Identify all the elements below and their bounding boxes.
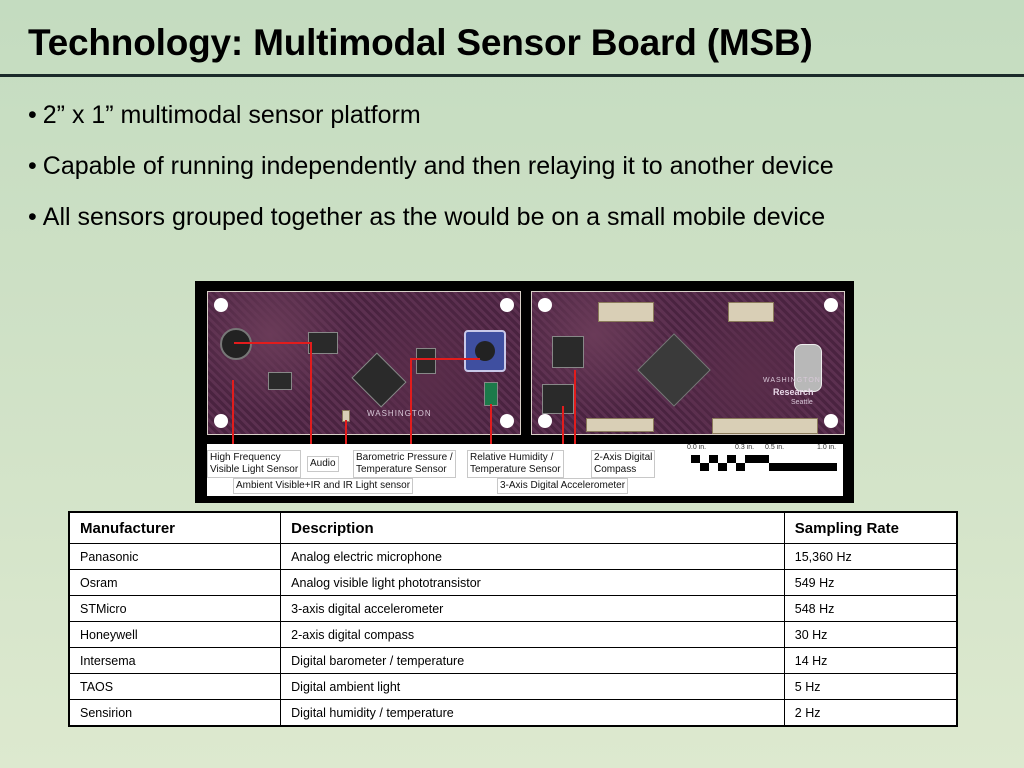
label-humidity: Relative Humidity / Temperature Sensor [467, 450, 564, 478]
cell-description: Digital ambient light [280, 673, 785, 700]
cell-manufacturer: Honeywell [68, 621, 282, 648]
bullet-list: •2” x 1” multimodal sensor platform •Cap… [28, 100, 834, 253]
callout-line [410, 358, 480, 360]
mount-hole [538, 414, 552, 428]
slide-title: Technology: Multimodal Sensor Board (MSB… [28, 22, 813, 63]
label-high-frequency-light: High Frequency Visible Light Sensor [207, 450, 302, 478]
table-row: TAOS Digital ambient light 5 Hz [68, 673, 958, 700]
bullet-dot: • [28, 152, 37, 180]
cell-description: Digital humidity / temperature [280, 699, 785, 727]
cell-description: Analog visible light phototransistor [280, 569, 785, 596]
callout-line [234, 342, 310, 344]
chip-component [416, 348, 436, 374]
connector-component [598, 302, 654, 322]
bullet-dot: • [28, 101, 37, 129]
cell-sampling-rate: 15,360 Hz [783, 543, 958, 570]
crystal-component [794, 344, 822, 392]
sensor-board-front [207, 291, 521, 454]
cell-manufacturer: TAOS [68, 673, 282, 700]
chip-component [308, 332, 338, 354]
sensor-board-photo: High Frequency Visible Light Sensor Audi… [195, 281, 854, 503]
cell-manufacturer: STMicro [68, 595, 282, 622]
cell-sampling-rate: 5 Hz [783, 673, 958, 700]
sensor-table: Manufacturer Description Sampling Rate P… [68, 511, 958, 727]
cell-sampling-rate: 2 Hz [783, 699, 958, 727]
label-audio: Audio [307, 456, 339, 472]
chip-component [552, 336, 584, 368]
cell-description: Digital barometer / temperature [280, 647, 785, 674]
label-ambient-light: Ambient Visible+IR and IR Light sensor [233, 478, 414, 494]
label-barometric: Barometric Pressure / Temperature Sensor [353, 450, 456, 478]
cell-manufacturer: Panasonic [68, 543, 282, 570]
scale-tick-label: 0.5 in. [765, 444, 785, 451]
chip-component [268, 372, 292, 390]
table-row: Intersema Digital barometer / temperatur… [68, 647, 958, 674]
callout-line [410, 358, 412, 454]
callout-line [562, 406, 564, 454]
board-silkscreen: Seattle [791, 399, 813, 406]
column-header-sampling-rate: Sampling Rate [783, 511, 958, 544]
bullet-dot: • [28, 203, 37, 231]
connector-component [712, 418, 818, 434]
mount-hole [214, 414, 228, 428]
mount-hole [538, 298, 552, 312]
cell-manufacturer: Osram [68, 569, 282, 596]
label-accelerometer: 3-Axis Digital Accelerometer [497, 478, 629, 494]
cell-manufacturer: Intersema [68, 647, 282, 674]
chip-component [351, 352, 407, 408]
scale-bar: 0.0 in. 0.3 in. 0.5 in. 1.0 in. [685, 444, 843, 474]
cell-sampling-rate: 549 Hz [783, 569, 958, 596]
connector-component [586, 418, 654, 432]
cell-description: 3-axis digital accelerometer [280, 595, 785, 622]
cell-description: 2-axis digital compass [280, 621, 785, 648]
scale-tick-label: 0.3 in. [735, 444, 755, 451]
callout-line [310, 342, 312, 454]
mount-hole [824, 414, 838, 428]
board-silkscreen: WASHINGTON [367, 409, 432, 418]
scale-tick-label: 0.0 in. [687, 444, 707, 451]
table-row: Honeywell 2-axis digital compass 30 Hz [68, 621, 958, 648]
table-row: Osram Analog visible light phototransist… [68, 569, 958, 596]
bullet-text: 2” x 1” multimodal sensor platform [42, 101, 421, 129]
callout-line [490, 404, 492, 454]
bullet-text: Capable of running independently and the… [42, 152, 834, 180]
column-header-manufacturer: Manufacturer [68, 511, 282, 544]
cell-sampling-rate: 548 Hz [783, 595, 958, 622]
table-header-row: Manufacturer Description Sampling Rate [68, 511, 958, 544]
mount-hole [824, 298, 838, 312]
scale-checker [691, 455, 837, 471]
column-header-description: Description [280, 511, 785, 544]
bullet-item: •2” x 1” multimodal sensor platform [28, 100, 834, 151]
accelerometer-component [542, 384, 574, 414]
callout-line [345, 420, 347, 454]
title-divider [0, 74, 1024, 77]
mount-hole [500, 414, 514, 428]
cell-description: Analog electric microphone [280, 543, 785, 570]
photo-labels: High Frequency Visible Light Sensor Audi… [207, 444, 843, 496]
microphone-component [220, 328, 252, 360]
board-silkscreen: WASHINGTON [763, 377, 821, 384]
cell-sampling-rate: 30 Hz [783, 621, 958, 648]
board-silkscreen: Research [773, 387, 814, 397]
callout-line [574, 370, 576, 454]
table-row: Panasonic Analog electric microphone 15,… [68, 543, 958, 570]
scale-tick-label: 1.0 in. [817, 444, 837, 451]
callout-line [232, 380, 234, 454]
cell-manufacturer: Sensirion [68, 699, 282, 727]
bullet-item: •Capable of running independently and th… [28, 151, 834, 202]
cell-sampling-rate: 14 Hz [783, 647, 958, 674]
compass-component [637, 333, 711, 407]
mount-hole [214, 298, 228, 312]
mount-hole [500, 298, 514, 312]
table-row: STMicro 3-axis digital accelerometer 548… [68, 595, 958, 622]
connector-component [728, 302, 774, 322]
sensor-board-back [531, 291, 845, 454]
barometer-component [464, 330, 506, 372]
bullet-text: All sensors grouped together as the woul… [42, 203, 826, 231]
table-row: Sensirion Digital humidity / temperature… [68, 699, 958, 727]
label-compass: 2-Axis Digital Compass [591, 450, 656, 478]
bullet-item: •All sensors grouped together as the wou… [28, 202, 834, 253]
humidity-sensor-component [484, 382, 498, 406]
